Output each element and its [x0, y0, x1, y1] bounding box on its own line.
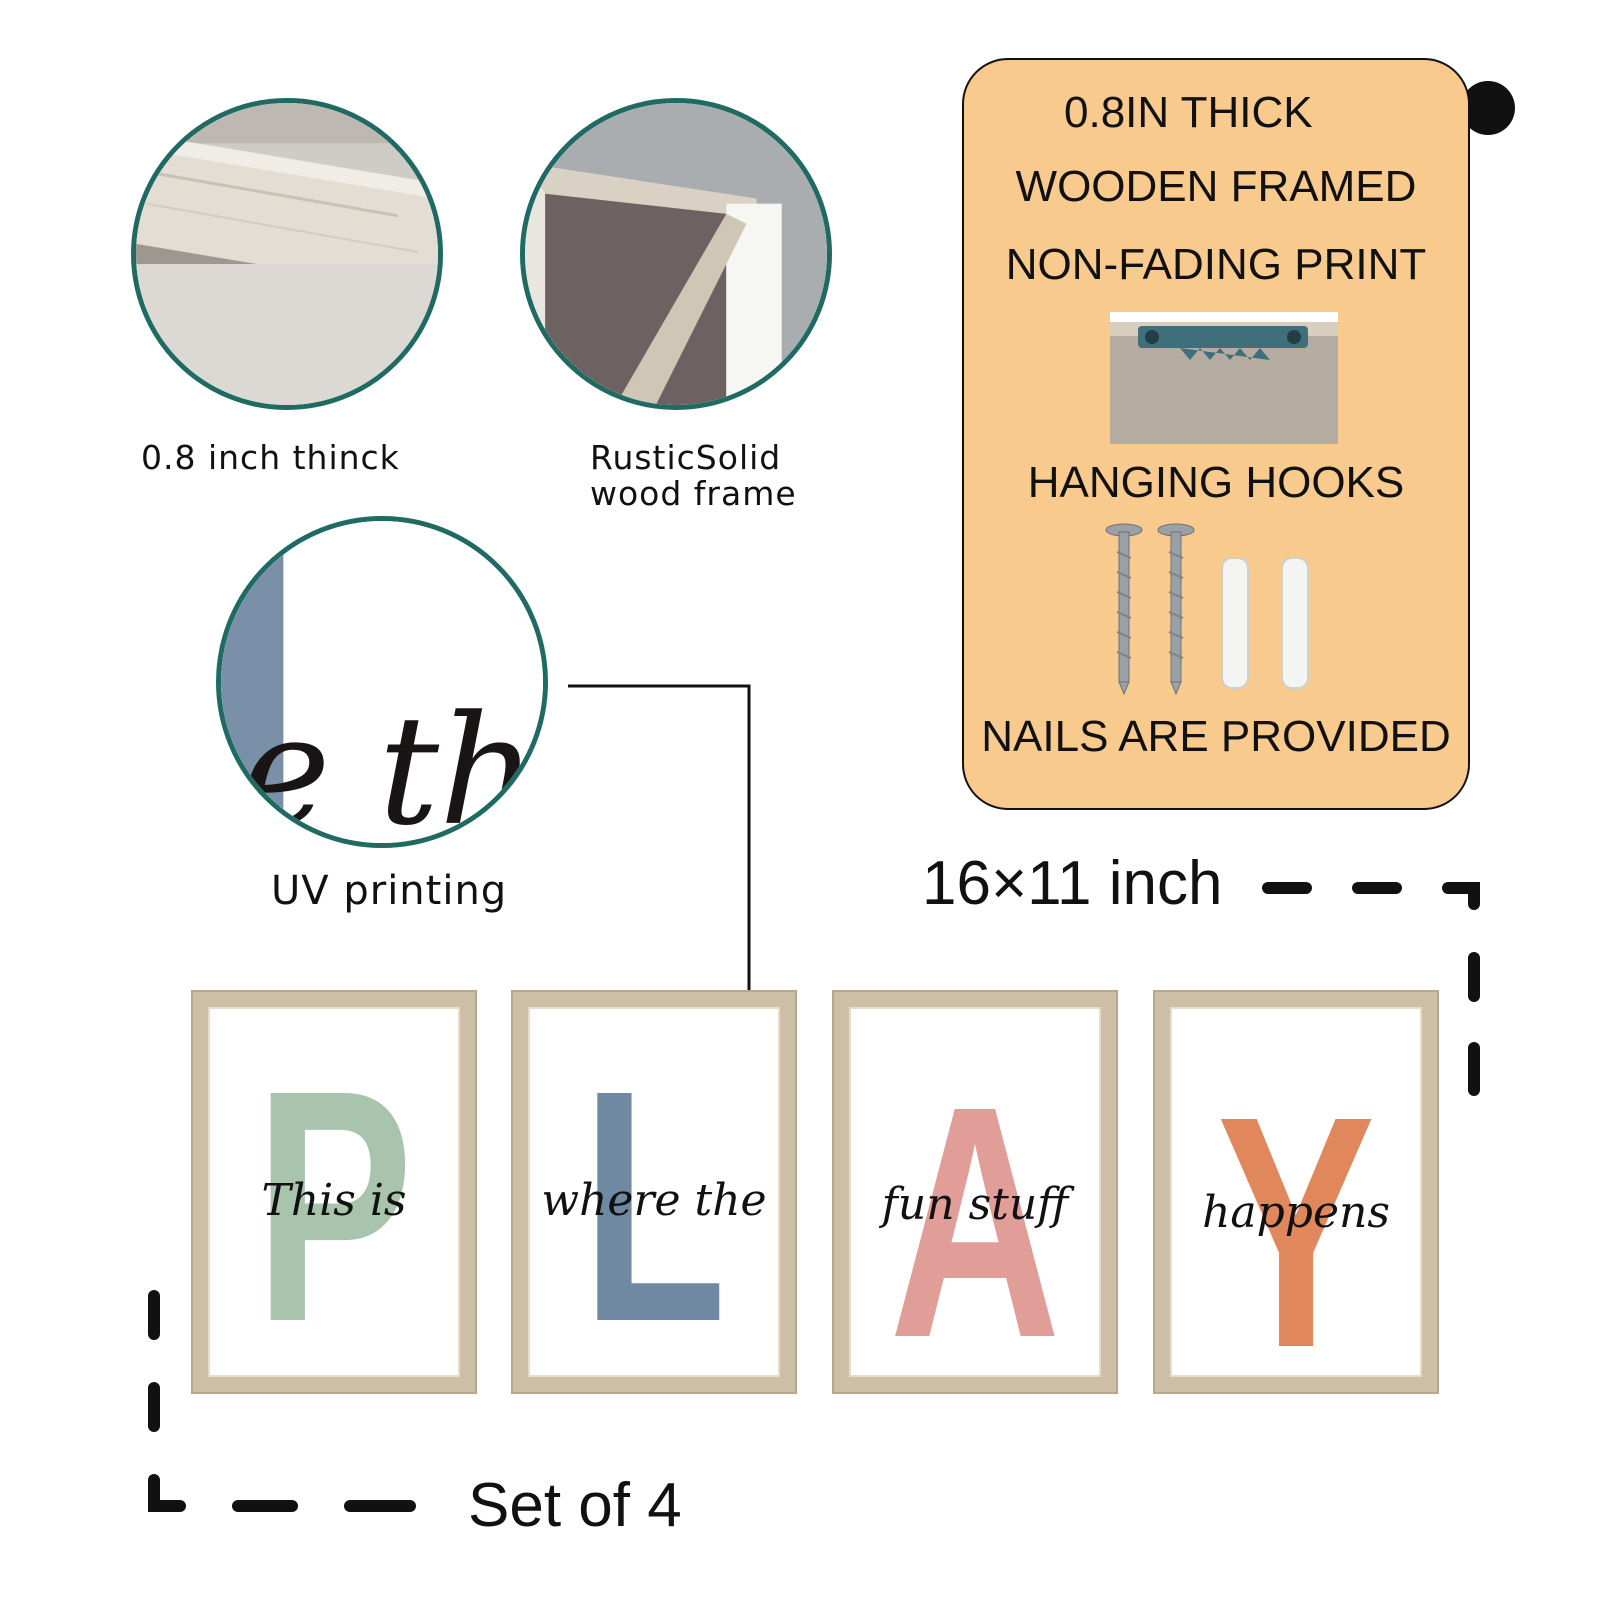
print-frame-a: A fun stuff — [834, 992, 1116, 1392]
frame-caption-line1: RusticSolid — [590, 438, 782, 477]
size-dimension-label: 16×11 inch — [922, 849, 1223, 918]
print-phrase-p: This is — [261, 1175, 407, 1226]
print-letter-y: Y — [1216, 1047, 1376, 1392]
print-phrase-l: where the — [541, 1175, 767, 1226]
thickness-caption: 0.8 inch thinck — [141, 438, 400, 477]
set-count-label: Set of 4 — [468, 1471, 682, 1540]
rustic-frame-detail-image — [520, 98, 832, 410]
screws-and-anchors-image — [1105, 523, 1309, 696]
uv-printing-detail-image: e the — [216, 516, 548, 848]
print-frame-l: L where the — [513, 992, 795, 1392]
panel-non-fading-text: NON-FADING PRINT — [1005, 240, 1427, 289]
print-letter-a: A — [889, 1037, 1061, 1392]
panel-nails-provided-text: NAILS ARE PROVIDED — [981, 712, 1451, 761]
features-info-panel: 0.8IN THICK WOODEN FRAMED NON-FADING PRI… — [962, 58, 1470, 810]
frame-caption: RusticSolid wood frame — [590, 440, 797, 512]
frame-thickness-detail-image — [131, 98, 443, 410]
print-phrase-a: fun stuff — [881, 1179, 1069, 1230]
panel-thickness-text: 0.8IN THICK — [1064, 88, 1313, 137]
print-frame-y: Y happens — [1155, 992, 1437, 1392]
frame-caption-line2: wood frame — [590, 474, 797, 513]
uv-printing-caption: UV printing — [271, 868, 508, 914]
zoom-script-text: e the — [241, 683, 543, 843]
panel-hanging-hooks-text: HANGING HOOKS — [1027, 458, 1405, 507]
print-letter-l: L — [581, 1021, 727, 1390]
print-frame-p: P This is — [193, 992, 475, 1392]
sawtooth-hanger-image — [1110, 312, 1338, 444]
panel-wooden-framed-text: WOODEN FRAMED — [1015, 162, 1417, 211]
print-phrase-y: happens — [1202, 1187, 1390, 1238]
print-letter-p: P — [254, 1021, 414, 1390]
